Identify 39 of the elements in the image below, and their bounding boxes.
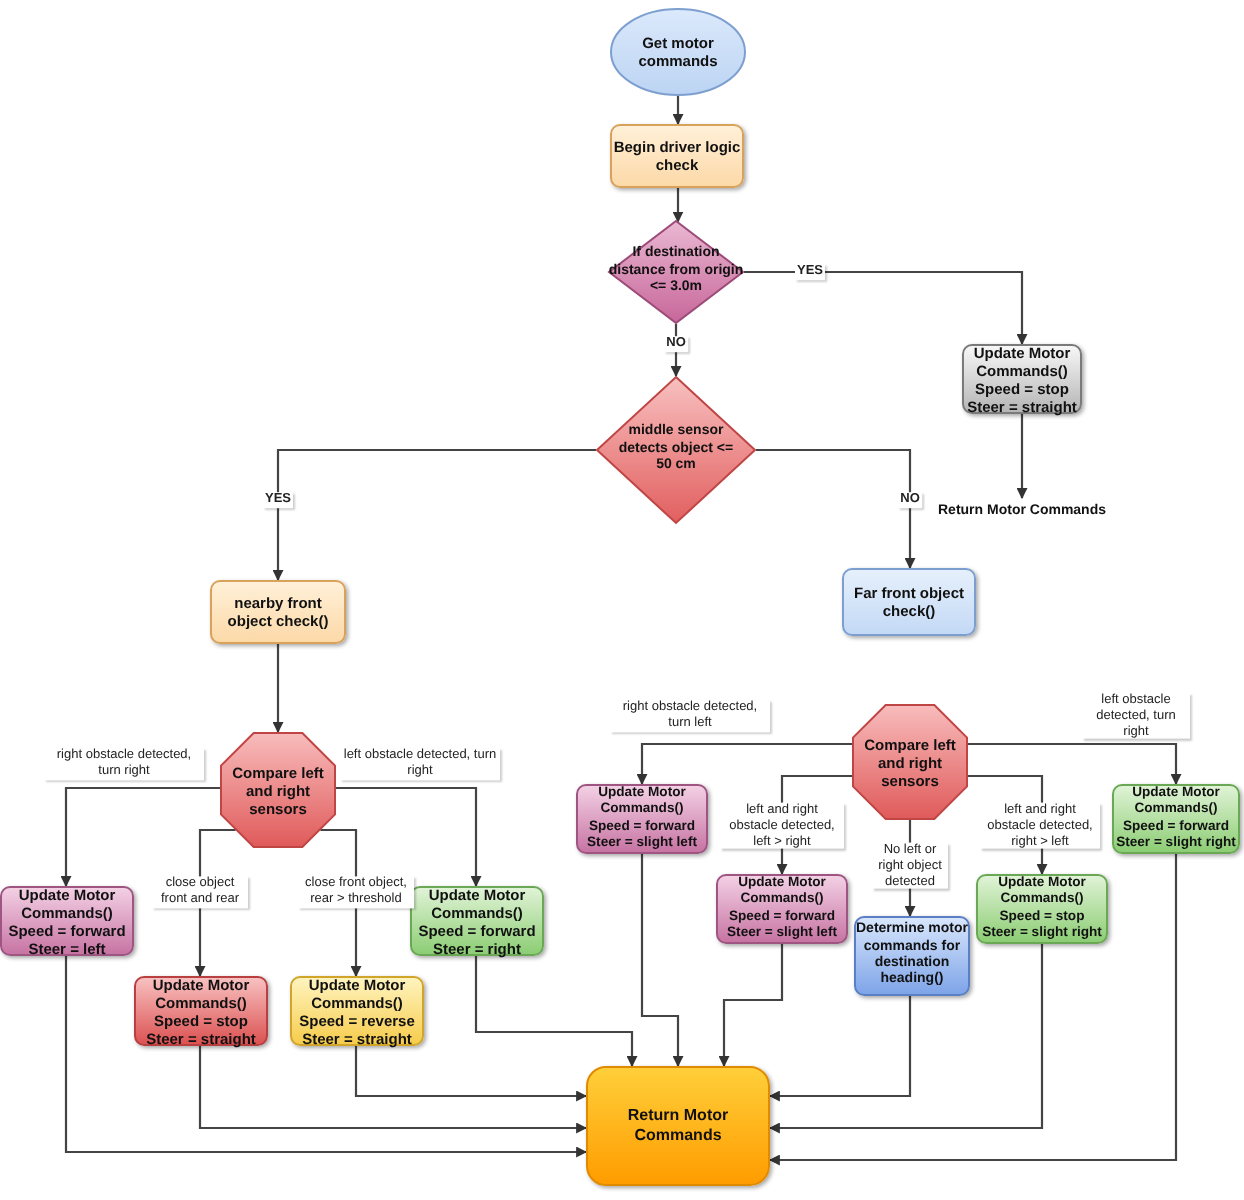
- arrow: [474, 956, 638, 1068]
- arrow: [640, 854, 684, 1068]
- arrow: [636, 742, 852, 786]
- process-box: [976, 874, 1108, 944]
- process-box: [842, 568, 976, 636]
- decision-octagon: [852, 704, 968, 820]
- decision-diamond: [596, 376, 756, 524]
- process-box: [962, 344, 1082, 414]
- arrow: [354, 1046, 588, 1102]
- arrow: [756, 448, 916, 570]
- arrow: [968, 742, 1182, 786]
- start-ellipse: [610, 8, 746, 96]
- process-box: [290, 976, 424, 1046]
- arrow: [336, 786, 482, 888]
- arrow: [1016, 414, 1028, 500]
- decision-octagon: [220, 732, 336, 848]
- arrow: [672, 96, 684, 126]
- process-box: [610, 124, 744, 188]
- process-box: [1112, 784, 1240, 854]
- arrow: [672, 188, 684, 223]
- arrow: [744, 270, 1028, 346]
- process-box: [210, 580, 346, 644]
- arrow: [272, 644, 284, 734]
- decision-diamond: [608, 220, 744, 324]
- arrow: [718, 944, 784, 1068]
- arrow: [768, 854, 1178, 1166]
- process-box: [716, 874, 848, 944]
- arrow: [64, 956, 588, 1158]
- arrow: [768, 944, 1044, 1134]
- process-box: [576, 784, 708, 854]
- arrow: [272, 448, 596, 582]
- arrow: [768, 996, 912, 1102]
- process-box: [0, 886, 134, 956]
- process-box: [410, 886, 544, 956]
- node-text: Return Motor Commands: [625, 1106, 731, 1146]
- process-box: [134, 976, 268, 1046]
- process-box: [586, 1066, 770, 1186]
- arrow: [60, 786, 220, 888]
- arrow: [198, 1046, 588, 1134]
